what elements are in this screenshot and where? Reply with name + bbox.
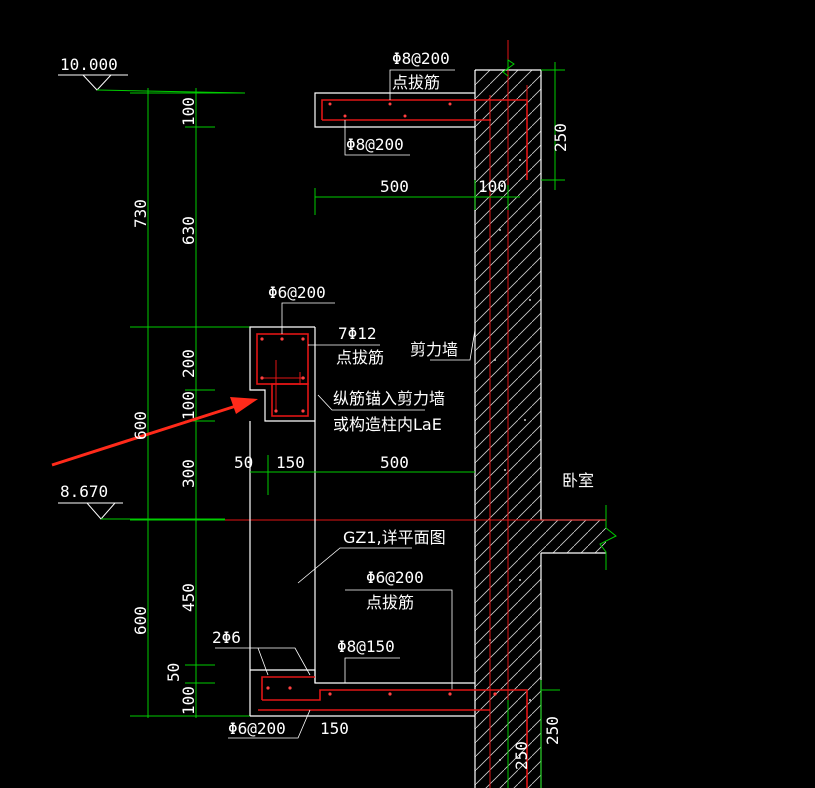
shear-wall-label: 剪力墙 xyxy=(410,340,458,359)
top-slab xyxy=(314,59,565,215)
top-slab-width-dim: 500 xyxy=(380,177,409,196)
top-slab-height-dim: 250 xyxy=(551,123,570,152)
bottom-slab-stirrup: Φ6@200 xyxy=(228,719,286,738)
bottom-slab-bars: 2Φ6 xyxy=(212,628,241,647)
dim-200: 200 xyxy=(179,349,198,378)
room-label: 卧室 xyxy=(562,471,594,490)
beam-note-line2: 或构造柱内LaE xyxy=(333,415,442,434)
top-slab-rebar-name: 点拔筋 xyxy=(392,73,440,92)
beam-note-line1: 纵筋锚入剪力墙 xyxy=(333,389,445,408)
bottom-slab-dim-250a: 250 xyxy=(512,741,531,770)
beam-dim-500: 500 xyxy=(380,453,409,472)
dim-600-upper: 600 xyxy=(131,411,150,440)
dim-100-bottom: 100 xyxy=(179,686,198,715)
top-slab-wall-dim: 100 xyxy=(478,177,507,196)
dim-630: 630 xyxy=(179,216,198,245)
elevation-top-label: 10.000 xyxy=(60,55,118,74)
bottom-slab xyxy=(215,647,560,788)
dim-100-mid: 100 xyxy=(179,391,198,420)
bottom-slab-rebar-spec: Φ8@150 xyxy=(337,637,395,656)
beam-stirrup-spec: Φ6@200 xyxy=(268,283,326,302)
highlight-arrow xyxy=(51,397,258,467)
column-rebar-name: 点拔筋 xyxy=(366,593,414,612)
beam-main-bars: 7Φ12 xyxy=(338,324,377,343)
left-dimension-lines xyxy=(130,88,250,718)
beam-main-bars-name: 点拔筋 xyxy=(336,348,384,367)
column-rebar-spec: Φ6@200 xyxy=(366,568,424,587)
beam-dim-150: 150 xyxy=(276,453,305,472)
dim-50-left: 50 xyxy=(164,663,183,682)
dim-100-top: 100 xyxy=(179,97,198,126)
bottom-slab-dim-150: 150 xyxy=(320,719,349,738)
dim-450: 450 xyxy=(179,583,198,612)
dim-300: 300 xyxy=(179,459,198,488)
top-slab-rebar-spec: Φ8@200 xyxy=(392,49,450,68)
elevation-top xyxy=(58,74,246,94)
floor-slab-right xyxy=(541,505,617,570)
edge-beam xyxy=(249,302,476,716)
elevation-mid-label: 8.670 xyxy=(60,482,108,501)
bottom-slab-dim-250b: 250 xyxy=(543,716,562,745)
beam-dim-50: 50 xyxy=(234,453,253,472)
dim-600-lower: 600 xyxy=(131,606,150,635)
column-label: GZ1,详平面图 xyxy=(343,528,446,547)
elevation-mid xyxy=(58,502,225,520)
dim-730: 730 xyxy=(131,199,150,228)
column-gz1 xyxy=(297,547,453,690)
top-slab-bottom-rebar: Φ8@200 xyxy=(346,135,404,154)
